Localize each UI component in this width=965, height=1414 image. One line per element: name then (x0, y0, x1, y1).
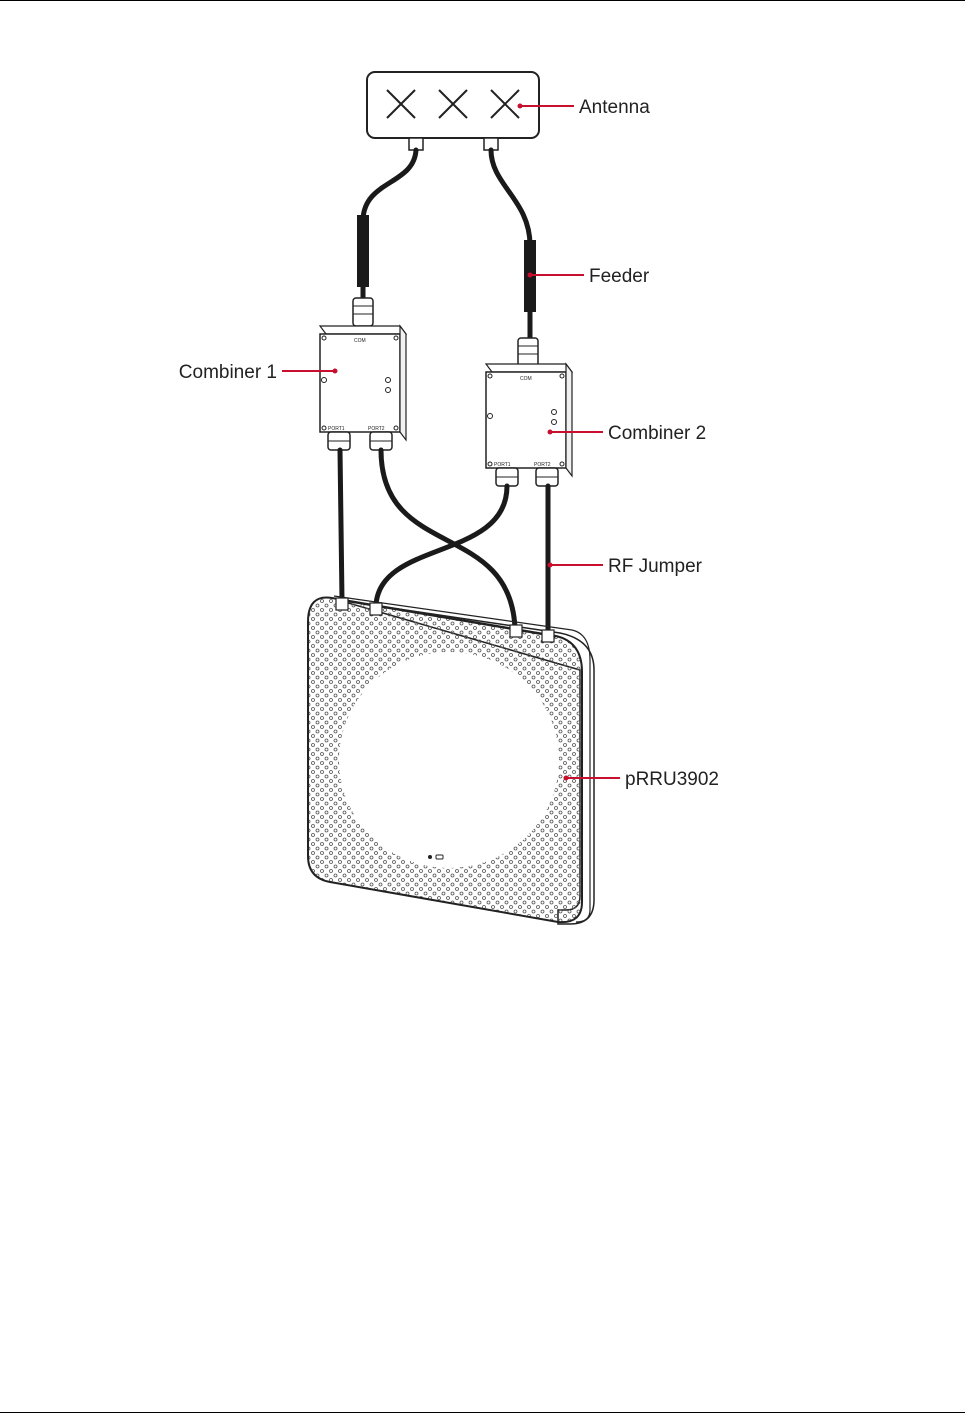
svg-text:PORT2: PORT2 (368, 426, 385, 432)
label-combiner-1: Combiner 1 (179, 362, 277, 383)
svg-text:PORT1: PORT1 (494, 462, 511, 468)
combiner-2: COM PORT1 PORT2 (486, 338, 572, 486)
combiner-1: COM PORT1 PORT2 (320, 298, 406, 450)
label-rf-jumper: RF Jumper (608, 556, 703, 577)
svg-text:COM: COM (520, 376, 532, 382)
svg-text:COM: COM (354, 338, 366, 344)
label-prru3902: pRRU3902 (625, 769, 719, 790)
label-feeder: Feeder (589, 266, 650, 287)
label-antenna: Antenna (579, 97, 650, 118)
svg-text:PORT2: PORT2 (534, 462, 551, 468)
antenna (367, 72, 539, 150)
label-combiner-2: Combiner 2 (608, 423, 706, 444)
feeder-cables (357, 150, 536, 340)
indicator-light-icon (428, 855, 432, 859)
prru3902 (308, 596, 594, 924)
svg-text:PORT1: PORT1 (328, 426, 345, 432)
